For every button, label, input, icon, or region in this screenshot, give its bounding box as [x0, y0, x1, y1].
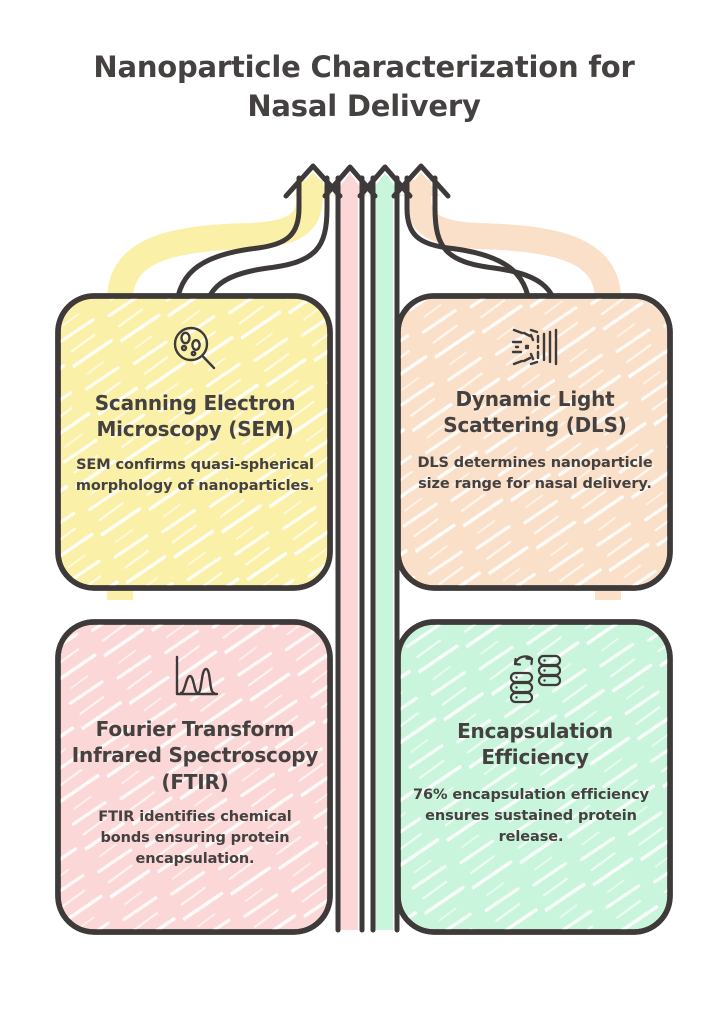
card-ftir[interactable]	[55, 619, 333, 935]
card-sem-border	[55, 293, 333, 591]
card-encapsulation[interactable]	[395, 619, 673, 935]
arrow-group	[107, 172, 621, 930]
card-dls-texture	[398, 296, 670, 588]
arrow-dls	[402, 172, 621, 600]
card-sem[interactable]	[55, 293, 333, 591]
page-title-text: Nanoparticle Characterization for Nasal …	[93, 50, 635, 123]
card-sem-texture	[58, 296, 330, 588]
card-encapsulation-border	[395, 619, 673, 935]
card-encapsulation-texture	[398, 622, 670, 932]
page-title: Nanoparticle Characterization for Nasal …	[54, 48, 674, 125]
arrow-ftir	[333, 173, 367, 930]
card-ftir-texture	[58, 622, 330, 932]
arrow-sem	[107, 172, 332, 600]
card-dls-border	[395, 293, 673, 591]
arrow-encapsulation	[368, 173, 402, 930]
card-ftir-border	[55, 619, 333, 935]
card-dls[interactable]	[395, 293, 673, 591]
